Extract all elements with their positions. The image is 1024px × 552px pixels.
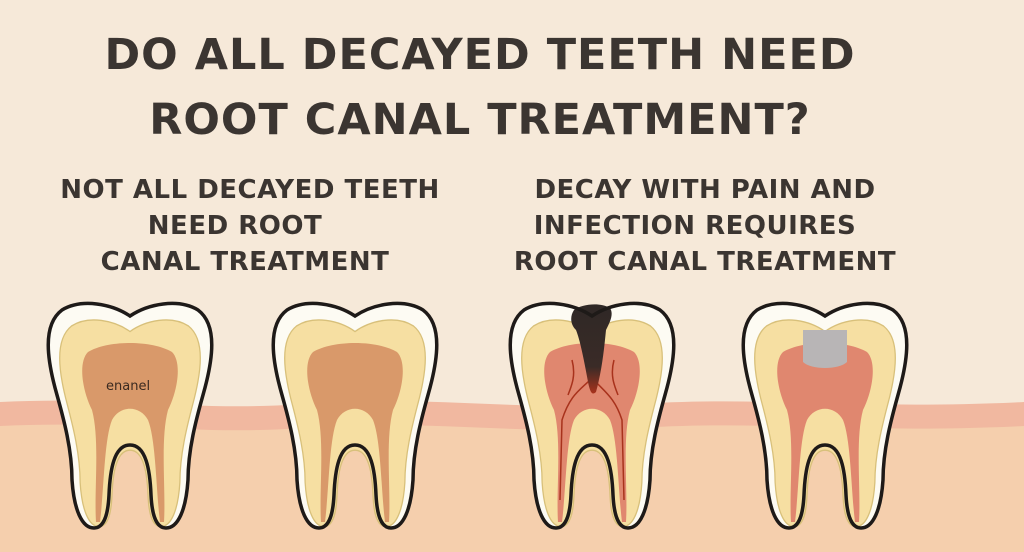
right-heading-line: INFECTION REQUIRES xyxy=(533,211,857,241)
page-title-line-2: ROOT CANAL TREATMENT? xyxy=(149,95,811,145)
tooth-decayed-infected xyxy=(508,301,676,530)
right-heading-line: ROOT CANAL TREATMENT xyxy=(513,247,897,277)
left-heading-line: NOT ALL DECAYED TEETH xyxy=(60,175,440,205)
right-panel-heading: DECAY WITH PAIN AND INFECTION REQUIRES R… xyxy=(495,172,915,280)
tooth-healthy-1: enanel xyxy=(46,301,214,530)
filling xyxy=(803,330,847,368)
left-heading-line: NEED ROOT xyxy=(147,211,323,241)
right-heading-line: DECAY WITH PAIN AND xyxy=(534,175,876,205)
left-panel-heading: NOT ALL DECAYED TEETH NEED ROOT CANAL TR… xyxy=(40,172,460,280)
tooth-filled xyxy=(741,301,909,530)
left-heading-line: CANAL TREATMENT xyxy=(100,247,390,277)
page-title-line-1: DO ALL DECAYED TEETH NEED xyxy=(104,30,856,80)
decay-cavity xyxy=(571,304,612,394)
enamel-label: enanel xyxy=(106,379,150,394)
